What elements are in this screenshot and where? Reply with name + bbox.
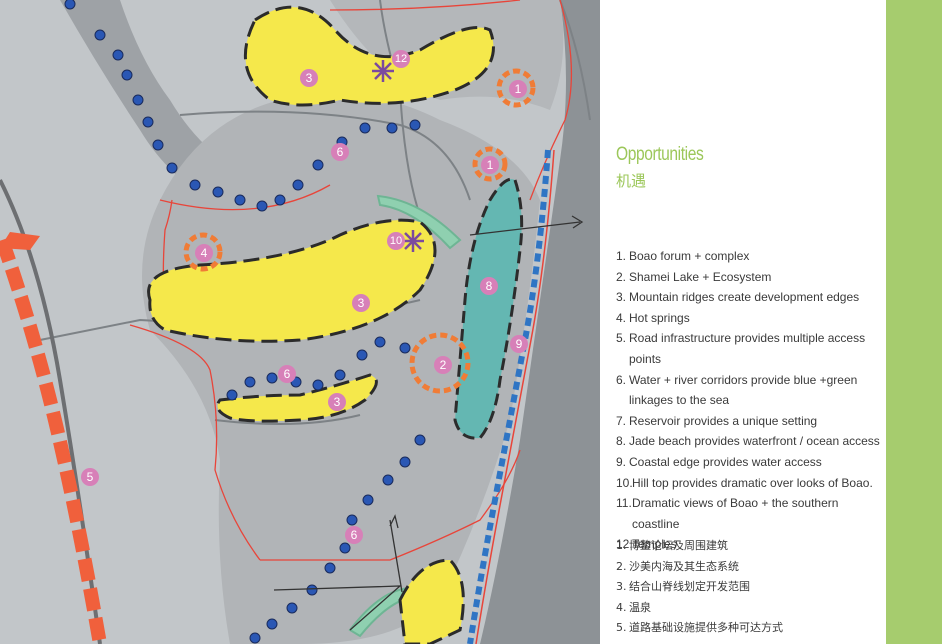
svg-text:2: 2 [440,358,447,372]
green-corridor [376,194,462,250]
panel-title: Opportunities [616,144,704,165]
list-item: 3.结合山脊线划定开发范围 [616,577,783,598]
list-item-number: 8. [616,434,627,449]
list-item-number: 3. [616,580,627,593]
list-item: 2.Shamei Lake + Ecosystem [616,267,880,288]
list-item-number: 5. [616,331,627,346]
map-markers: 3 12 1 6 1 4 10 3 8 9 2 6 3 5 6 [81,50,528,544]
svg-text:6: 6 [284,367,291,381]
marker-3[interactable]: 3 [352,294,370,312]
list-item-number: 1. [616,249,627,263]
list-item-text: 博鳌论坛及周围建筑 [629,539,728,552]
road-infrastructure [0,179,107,644]
svg-text:5: 5 [87,470,94,484]
marker-9[interactable]: 9 [510,335,528,353]
list-item-text: Road infrastructure provides multiple ac… [629,331,866,366]
marker-6[interactable]: 6 [278,365,296,383]
list-item-text: Reservoir provides a unique setting [629,413,818,428]
marker-4[interactable]: 4 [195,244,213,262]
marker-3[interactable]: 3 [300,69,318,87]
marker-1[interactable]: 1 [509,80,527,98]
list-item: 9.Coastal edge provides water access [616,452,880,473]
list-item-number: 7. [616,413,627,428]
list-item-number: 12. [616,537,633,552]
list-item-text: Hot springs [629,310,690,325]
marker-3[interactable]: 3 [328,393,346,411]
list-item-number: 1. [616,539,627,552]
list-item-text: 道路基础设施提供多种可达方式 [629,621,783,634]
list-item: 12.Temples [616,534,880,555]
list-item-number: 3. [616,290,627,305]
accent-bar [886,0,942,644]
list-item-text: Boao forum + complex [629,249,750,263]
marker-1[interactable]: 1 [481,156,499,174]
list-item-text: Temples [632,537,677,552]
list-item-text: Mountain ridges create development edges [629,290,860,305]
svg-text:3: 3 [306,71,313,85]
svg-text:6: 6 [351,528,358,542]
list-item-text: Coastal edge provides water access [629,454,822,469]
list-item-number: 10. [616,475,633,490]
list-item-text: Hill top provides dramatic over looks of… [632,475,873,490]
temple-icon [372,60,394,82]
list-item-text: 温泉 [629,600,651,614]
list-item-number: 4. [616,310,627,325]
list-item: 1.博鳌论坛及周围建筑 [616,536,783,557]
list-item-number: 9. [616,454,627,469]
list-item: 1.Boao forum + complex [616,246,880,267]
jade-beach [453,177,524,440]
marker-12[interactable]: 12 [392,50,410,68]
list-item: 10.Hill top provides dramatic over looks… [616,473,880,494]
list-item: 5.道路基础设施提供多种可达方式 [616,618,783,639]
svg-text:10: 10 [390,235,402,247]
marker-2[interactable]: 2 [434,356,452,374]
marker-5[interactable]: 5 [81,468,99,486]
list-item: 4.温泉 [616,598,783,619]
list-item-text: 沙美内海及其生态系统 [629,559,739,573]
svg-text:12: 12 [395,53,407,65]
list-item-number: 5. [616,621,627,634]
list-item-text: Water + river corridors provide blue +gr… [629,372,858,408]
list-item-number: 4. [616,600,627,614]
list-item: 4.Hot springs [616,308,880,329]
hotspot-rings [183,68,536,394]
list-item: 5.Road infrastructure provides multiple … [616,328,880,369]
list-item-number: 2. [616,269,627,284]
panel-title-cn: 机遇 [616,172,647,190]
marker-8[interactable]: 8 [480,277,498,295]
list-item-text: Dramatic views of Boao + the southern co… [632,496,839,531]
list-item: 11.Dramatic views of Boao + the southern… [616,493,880,534]
list-item-number: 2. [616,559,627,573]
marker-6[interactable]: 6 [345,526,363,544]
svg-text:6: 6 [337,145,344,159]
marker-6[interactable]: 6 [331,143,349,161]
list-item: 6.Water + river corridors provide blue +… [616,370,880,411]
coastal-edge [467,149,551,644]
list-item: 3.Mountain ridges create development edg… [616,287,880,308]
svg-text:1: 1 [487,158,494,172]
marker-10[interactable]: 10 [387,232,405,250]
list-item-number: 11. [616,496,632,511]
list-item: 7.Reservoir provides a unique setting [616,411,880,432]
view-arrows [273,215,584,631]
svg-text:3: 3 [358,296,365,310]
list-item: 2.沙美内海及其生态系统 [616,557,783,578]
list-item-number: 6. [616,372,627,387]
svg-text:1: 1 [515,82,522,96]
svg-text:8: 8 [486,279,493,293]
svg-text:4: 4 [201,246,208,260]
water-corridor-dots [64,0,426,644]
opportunities-map: 3 12 1 6 1 4 10 3 8 9 2 6 3 5 6 [0,0,600,644]
list-item-text: Jade beach provides waterfront / ocean a… [629,434,880,449]
svg-text:3: 3 [334,395,341,409]
svg-text:9: 9 [516,337,523,351]
list-item: 8.Jade beach provides waterfront / ocean… [616,431,880,452]
list-item-text: 结合山脊线划定开发范围 [629,580,750,593]
hilltop-icon [402,230,424,252]
list-item-text: Shamei Lake + Ecosystem [629,269,772,284]
